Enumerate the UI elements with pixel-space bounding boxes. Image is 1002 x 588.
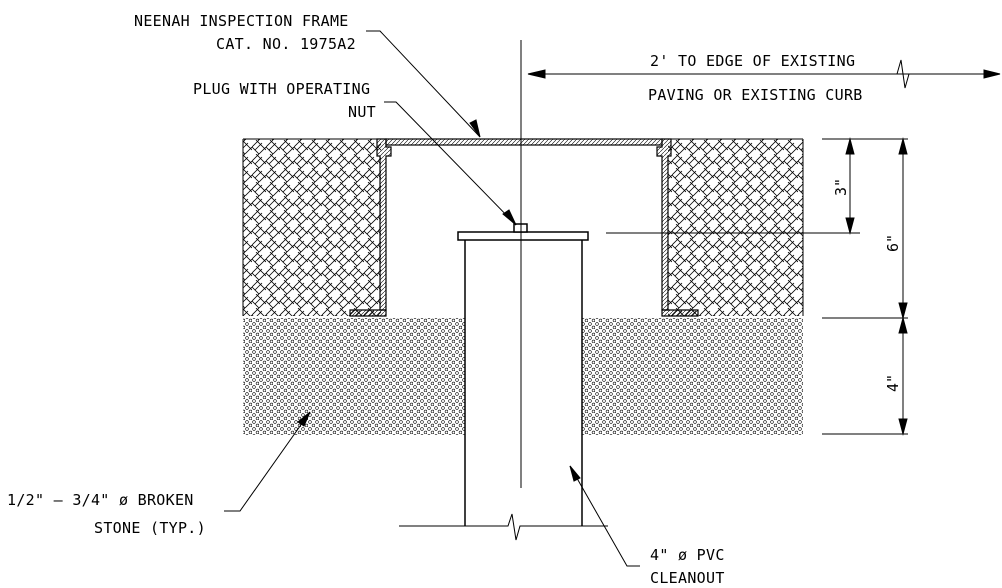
frame-label-line1: NEENAH INSPECTION FRAME — [134, 12, 349, 30]
edge-label-line1: 2' TO EDGE OF EXISTING — [650, 52, 855, 70]
plug-label-line2: NUT — [348, 103, 376, 121]
pipe-break-line — [399, 513, 608, 541]
ground-lines — [242, 138, 804, 316]
stone-label-line1: 1/2" – 3/4" ø BROKEN — [7, 491, 194, 509]
dim-label-3in: 3" — [832, 178, 850, 196]
plug-label-line1: PLUG WITH OPERATING — [193, 80, 370, 98]
stone-left — [243, 318, 465, 435]
inspection-frame — [349, 138, 699, 317]
stone-label-line2: STONE (TYP.) — [94, 519, 206, 537]
pvc-leader — [569, 465, 640, 567]
pavement-left — [243, 139, 381, 316]
pvc-label-line1: 4" ø PVC — [650, 546, 725, 564]
pvc-label-line2: CLEANOUT — [650, 569, 725, 587]
pavement-right — [668, 139, 803, 316]
edge-dimension-line — [527, 59, 1001, 89]
dim-label-6in: 6" — [884, 234, 902, 252]
vertical-dimensions — [606, 137, 908, 436]
pvc-pipe — [457, 223, 589, 526]
dim-label-4in: 4" — [884, 374, 902, 392]
stone-leader — [224, 411, 311, 512]
frame-label-line2: CAT. NO. 1975A2 — [216, 35, 356, 53]
edge-label-line2: PAVING OR EXISTING CURB — [648, 86, 863, 104]
stone-right — [582, 318, 803, 435]
plug-leader — [384, 101, 517, 226]
frame-leader — [366, 30, 481, 138]
